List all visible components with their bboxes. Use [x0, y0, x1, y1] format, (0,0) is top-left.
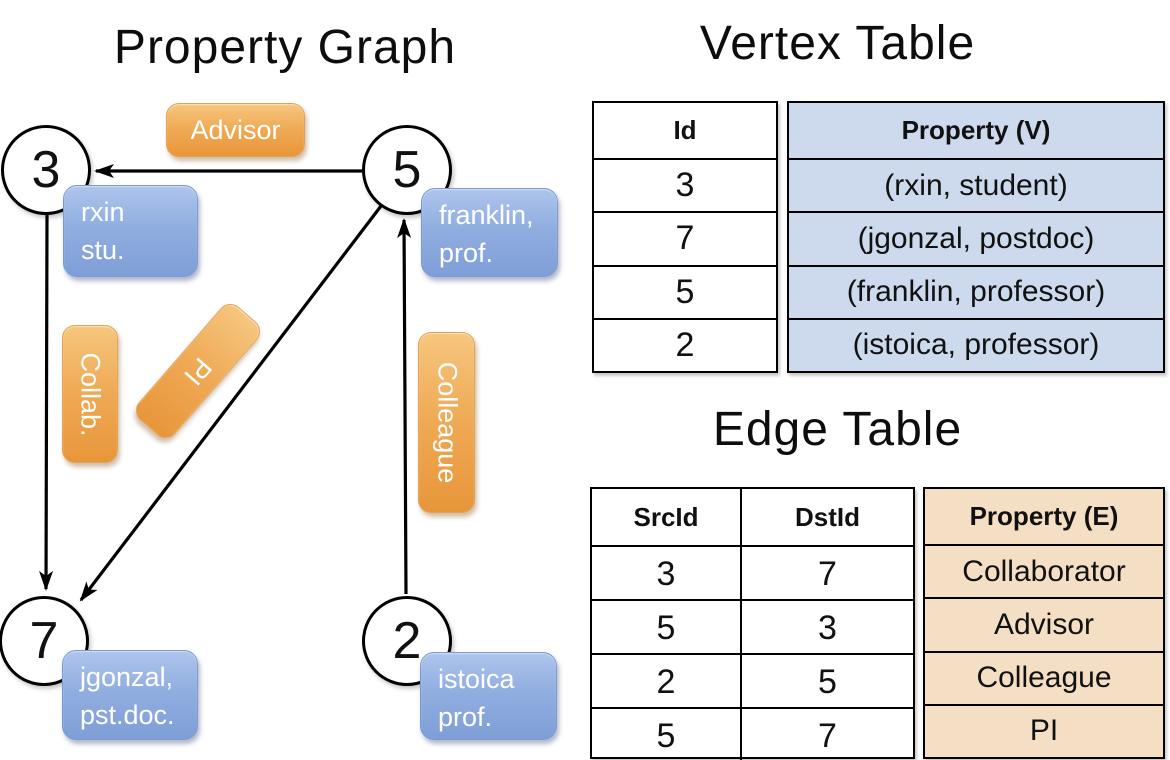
edge-table-row: 3 7 — [592, 545, 913, 599]
edge-table-property-cell: PI — [925, 703, 1163, 758]
edge-table-dst-cell: 7 — [818, 716, 837, 755]
edge-label-text: Colleague — [432, 361, 462, 484]
edge-colleague-2-to-5 — [397, 218, 412, 595]
graph-title: Property Graph — [113, 21, 457, 74]
vertex-table-id-cell: 2 — [594, 317, 776, 371]
vertex-label-line: prof. — [439, 237, 494, 268]
vertex-table-header-property: Property (V) — [789, 103, 1163, 159]
graph-node-5: 5 — [362, 125, 452, 215]
vertex-table-id-column: Id 3 7 5 2 — [592, 101, 778, 373]
vertex-table-property-cell: (franklin, professor) — [789, 264, 1163, 318]
edge-table-src-dst-columns: SrcId DstId 3 7 5 3 2 5 5 7 — [590, 487, 915, 760]
edge-table-row: 5 7 — [592, 707, 913, 760]
graph-node-2: 2 — [362, 596, 452, 686]
edge-table-property-column: Property (E) Collaborator Advisor Collea… — [923, 487, 1165, 759]
vertex-table-property-cell: (istoica, professor) — [789, 317, 1163, 372]
vertex-table-id-cell: 7 — [594, 211, 776, 264]
edge-table-property-cell: Advisor — [925, 597, 1163, 651]
vertex-label-rxin: rxin stu. — [63, 185, 198, 277]
vertex-table-property-column: Property (V) (rxin, student) (jgonzal, p… — [787, 101, 1165, 373]
edge-table-row: 2 5 — [592, 653, 913, 707]
edge-table-dst-cell: 7 — [818, 554, 837, 593]
vertex-label-line: pst.doc. — [80, 699, 175, 730]
edge-label-text: Advisor — [190, 114, 281, 145]
edge-label-text: PI — [178, 351, 219, 391]
edge-table-src-cell: 5 — [656, 608, 676, 647]
node-id: 2 — [392, 612, 422, 670]
vertex-label-line: stu. — [81, 234, 125, 265]
vertex-label-franklin: franklin, prof. — [421, 188, 558, 277]
vertex-label-line: jgonzal, — [80, 662, 174, 692]
vertex-table-id-cell: 5 — [594, 264, 776, 318]
edge-table-header-dst: DstId — [795, 501, 860, 532]
vertex-table-title: Vertex Table — [699, 17, 976, 70]
edge-table-header-src: SrcId — [633, 501, 699, 532]
edge-table-property-cell: Colleague — [925, 650, 1163, 704]
vertex-table-property-cell: (rxin, student) — [789, 158, 1163, 212]
vertex-label-line: rxin — [81, 197, 125, 227]
vertex-label-line: franklin, — [439, 200, 534, 230]
vertex-table-header-id: Id — [673, 115, 697, 146]
vertex-table-property-cell: (jgonzal, postdoc) — [789, 211, 1163, 265]
edge-table-row: 5 3 — [592, 599, 913, 653]
edge-label-advisor: Advisor — [166, 103, 305, 157]
vertex-label-jgonzal: jgonzal, pst.doc. — [62, 650, 198, 740]
edge-table-src-cell: 3 — [656, 554, 676, 593]
vertex-table-id-cell: 3 — [594, 158, 776, 211]
edge-table-title: Edge Table — [712, 403, 963, 456]
vertex-label-line: istoica — [438, 664, 515, 694]
edge-pi-5-to-7 — [79, 205, 383, 602]
edge-table-src-cell: 2 — [656, 662, 676, 701]
edge-collab-3-to-7 — [39, 214, 54, 591]
node-id: 3 — [31, 141, 61, 199]
edge-table-dst-cell: 3 — [818, 608, 837, 647]
graph-edges — [39, 164, 412, 602]
edge-table-property-cell: Collaborator — [925, 544, 1163, 598]
edge-table-header-row: SrcId DstId — [592, 489, 913, 545]
edge-label-colleague: Colleague — [418, 332, 475, 513]
edge-label-text: Collab. — [75, 351, 106, 437]
node-id: 7 — [29, 612, 59, 670]
edge-table-header-property: Property (E) — [925, 489, 1163, 545]
node-id: 5 — [392, 141, 422, 199]
vertex-label-line: prof. — [438, 701, 493, 732]
vertex-label-istoica: istoica prof. — [420, 652, 557, 740]
edge-table-src-cell: 5 — [656, 716, 676, 755]
edge-table-dst-cell: 5 — [818, 662, 837, 701]
edge-label-collab: Collab. — [62, 325, 118, 463]
